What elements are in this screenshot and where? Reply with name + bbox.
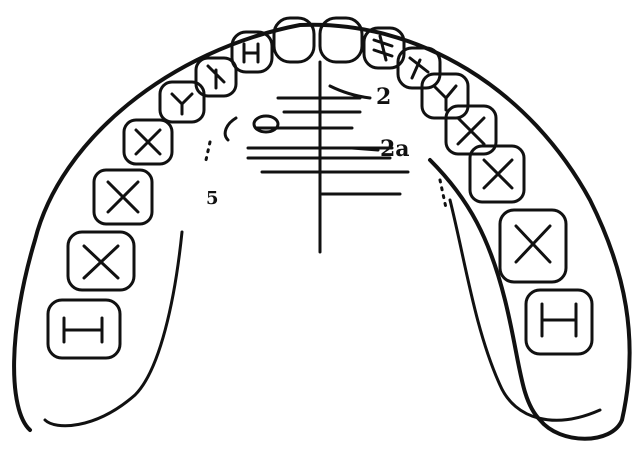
dotted-guide-right <box>440 180 446 208</box>
marker-oval <box>254 116 278 132</box>
tooth-right-premolar-1 <box>422 74 468 118</box>
label-2: 2 <box>376 84 391 110</box>
marker-curve-top <box>330 86 370 98</box>
dotted-guide-left <box>206 142 210 160</box>
tooth-left-molar-2 <box>68 232 134 290</box>
label-2a: 2a <box>380 136 410 162</box>
tooth-left-molar-3 <box>48 300 120 358</box>
label-5: 5 <box>206 188 219 209</box>
marker-curve-left <box>225 118 236 140</box>
tooth-left-premolar-2 <box>124 120 172 164</box>
marker-arrow-2a <box>352 148 378 150</box>
tooth-right-molar-3 <box>526 290 592 354</box>
tooth-right-molar-2 <box>500 210 566 282</box>
tooth-left-molar-1 <box>94 170 152 224</box>
